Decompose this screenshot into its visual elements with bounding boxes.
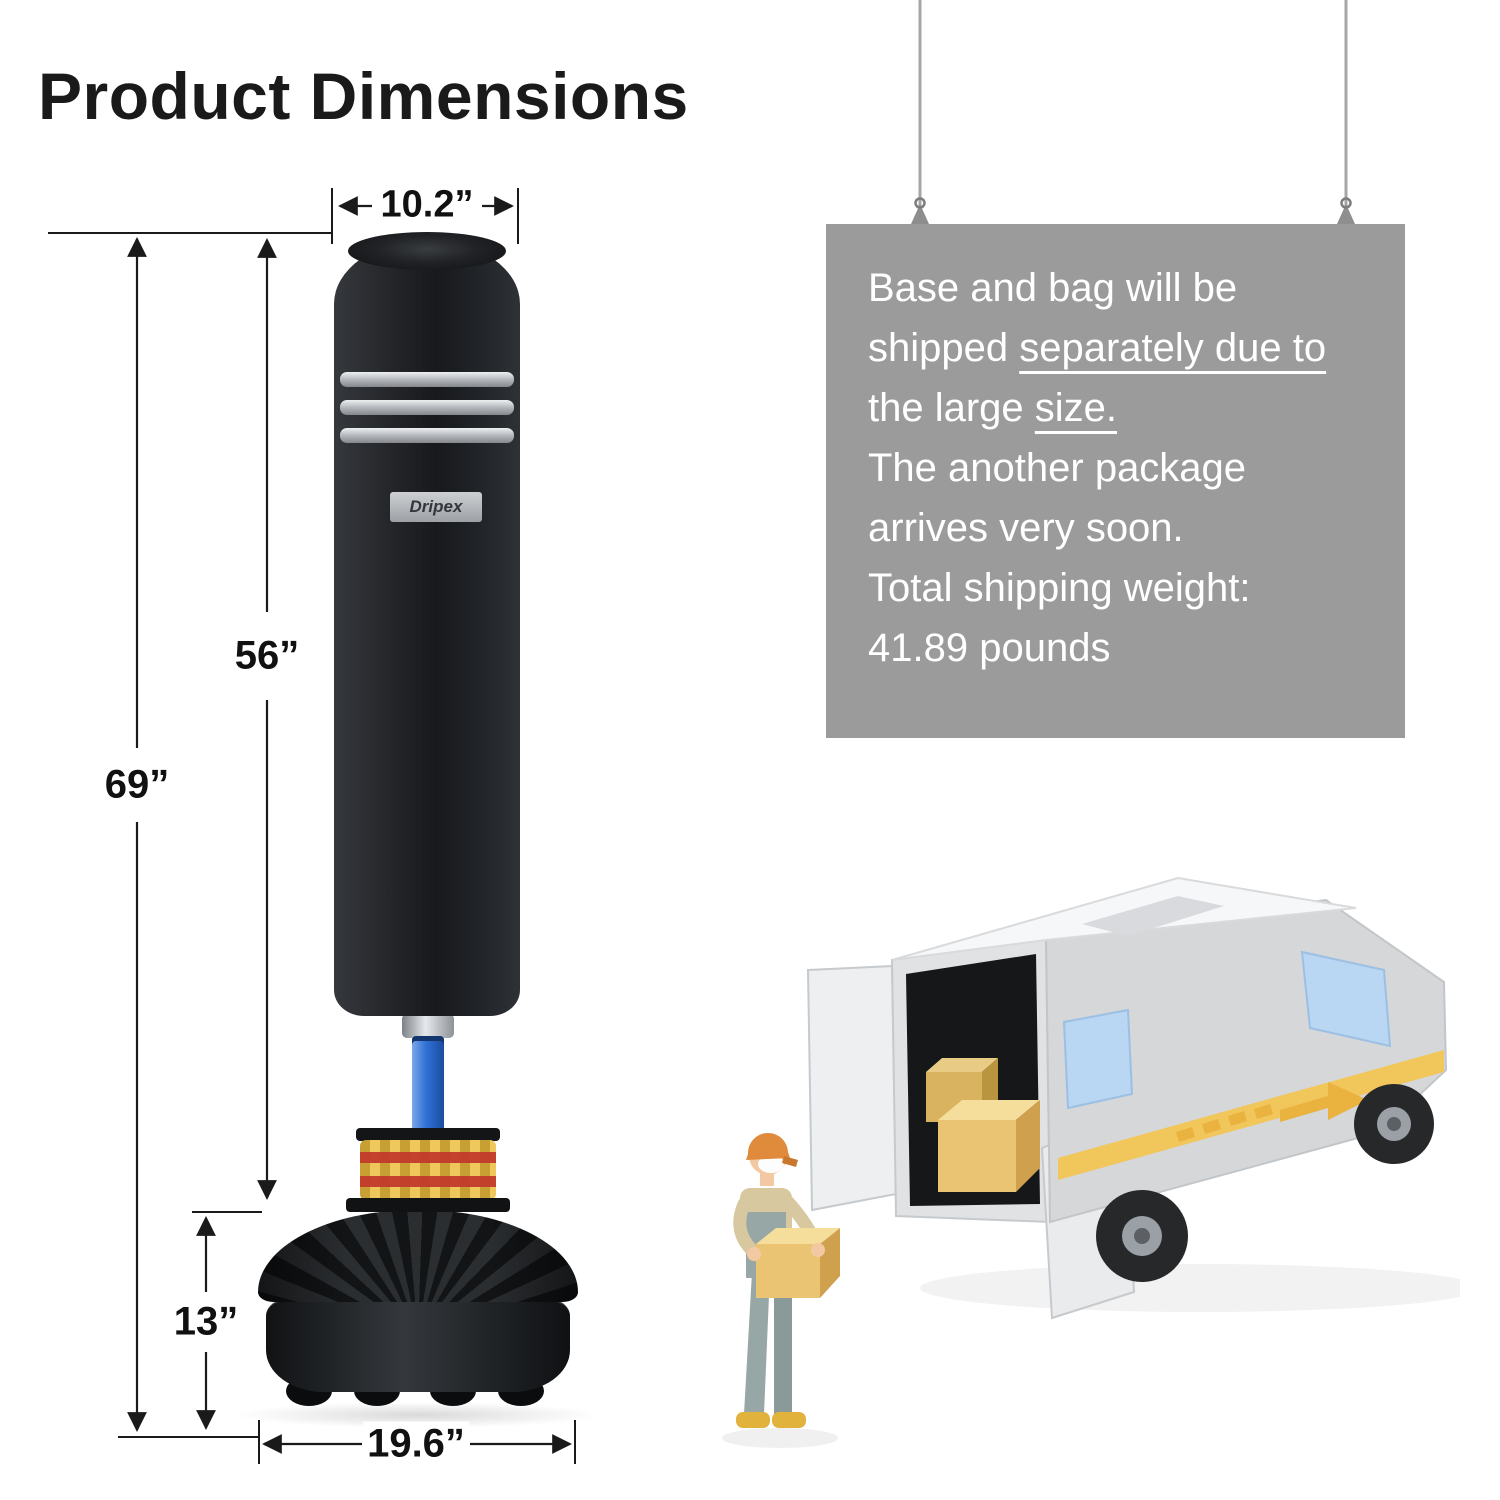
bag-stripe [340,372,514,387]
panel-line: arrives very soon. [868,498,1385,558]
panel-text: 41.89 pounds [868,626,1111,670]
panel-text: the large [868,386,1035,430]
panel-text-underlined: separately due to [1019,326,1327,370]
delivery-van [806,876,1448,1320]
chrome-connector [402,1014,454,1038]
dim-label-base-height: 13” [169,1299,243,1345]
shipping-info-panel: Base and bag will be shipped separately … [826,224,1405,738]
brand-logo: Dripex [390,492,482,522]
panel-text: Base and bag will be [868,266,1238,310]
panel-line: Total shipping weight: [868,558,1385,618]
suction-flange-bottom [346,1198,510,1212]
person-hand [811,1243,825,1257]
dim-label-total-height: 69” [100,762,174,808]
van-rear-door-left [806,964,898,1212]
person-cap [746,1132,790,1160]
van-side-window [1062,1008,1134,1110]
van-front-window [1300,950,1392,1048]
clip-icon-right [1337,197,1355,224]
bag-stripe [340,400,514,415]
panel-line: shipped separately due to [868,318,1385,378]
carried-box [756,1228,840,1298]
punching-bag-body [334,240,520,1016]
suction-red-band [360,1152,496,1163]
panel-text-underlined: size. [1034,386,1118,430]
panel-text: arrives very soon. [868,506,1184,550]
van-rear-wheel [1096,1190,1188,1282]
person-leg [744,1272,770,1414]
delivery-illustration [722,876,1460,1448]
suction-gold-block [360,1140,496,1200]
cargo-box-front [938,1100,1040,1192]
person-shoe [736,1412,770,1428]
van-roof-vent [1082,896,1224,936]
panel-text: Total shipping weight: [868,566,1251,610]
person-shadow [722,1428,838,1448]
suction-flange-top [356,1128,500,1141]
punching-bag-top-cap [348,232,506,270]
person-hand [747,1247,761,1261]
hanging-wires [911,0,1355,224]
stripe-dashes [1176,1104,1273,1142]
cap-brim [782,1156,798,1167]
bag-stripe [340,428,514,443]
clip-icon-left [911,197,929,224]
van-front-wheel [1354,1084,1434,1164]
delivery-person [733,1132,840,1428]
panel-text: The another package [868,446,1247,490]
panel-line: The another package [868,438,1385,498]
stripe-arrow-icon [1280,1082,1368,1122]
panel-line: Base and bag will be [868,258,1385,318]
dimension-arrows [127,196,572,1454]
van-shadow [920,1264,1460,1312]
face-mask [758,1155,784,1173]
page-title: Product Dimensions [38,59,689,133]
base-drum [266,1298,570,1392]
dim-label-top-width: 10.2” [376,183,478,227]
panel-text: shipped [868,326,1020,370]
suction-red-band [360,1176,496,1187]
dim-label-base-width: 19.6” [363,1421,469,1467]
panel-line: 41.89 pounds [868,618,1385,678]
person-shoe [772,1412,806,1428]
person-leg [774,1272,792,1414]
spring-pole [412,1036,444,1142]
person-neck [760,1172,774,1186]
van-yellow-stripe [1058,1050,1444,1180]
dim-label-bag-height: 56” [230,633,304,679]
panel-line: the large size. [868,378,1385,438]
extension-ticks [48,188,576,1464]
